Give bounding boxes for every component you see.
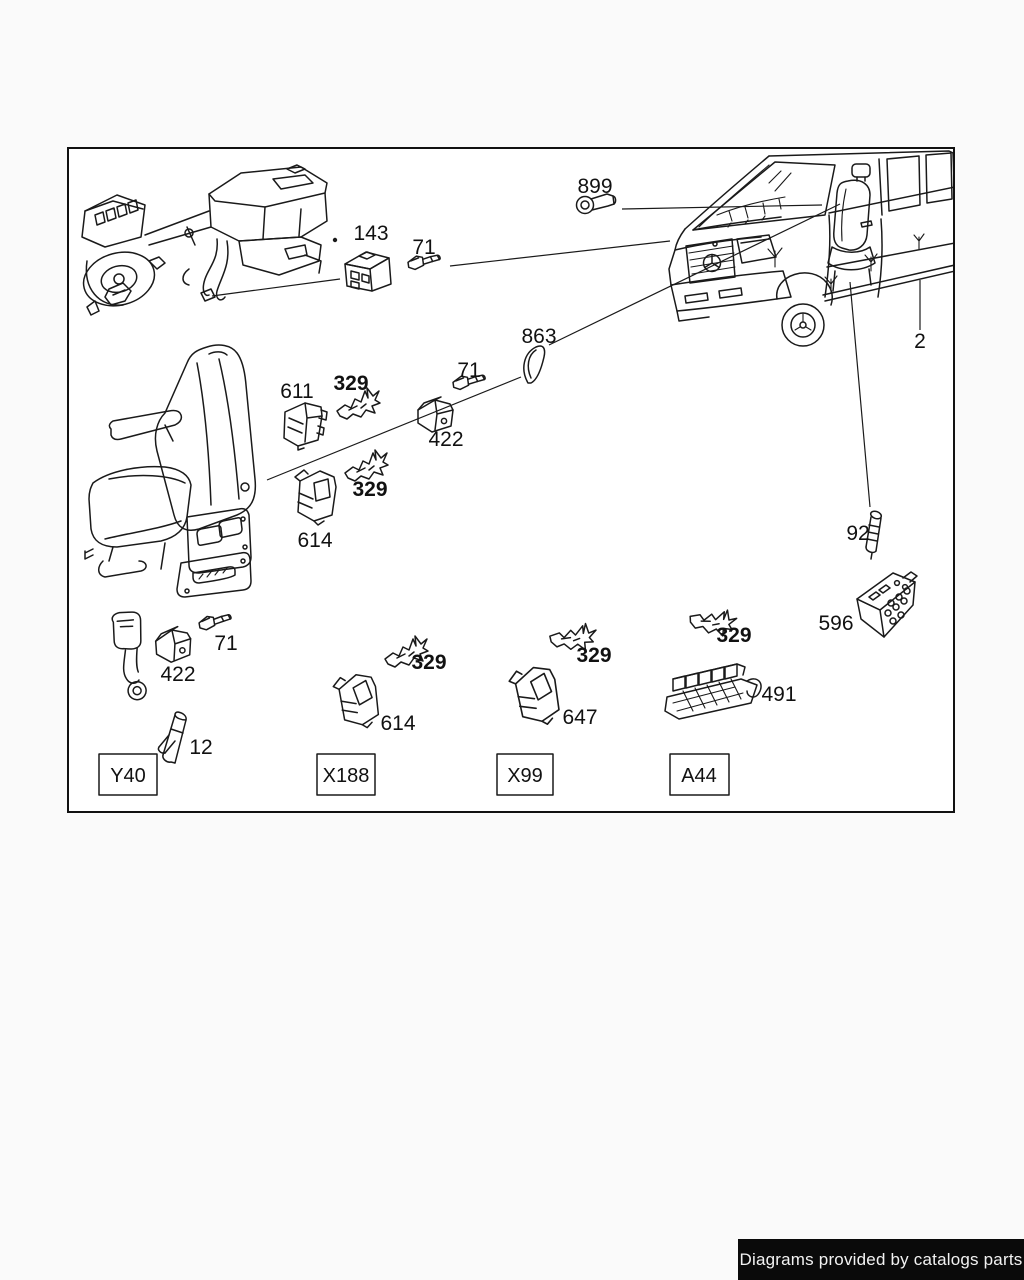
van-figure [668, 150, 953, 347]
callout-labels: 899 143 71 2 863 71 422 611 329 329 614 … [160, 175, 925, 759]
part-label-329-a: 329 [333, 372, 368, 395]
connector-box-x99: X99 [496, 753, 554, 796]
watermark-bar: Diagrams provided by catalogs parts [738, 1239, 1024, 1280]
part-label-329-d: 329 [576, 644, 611, 667]
part-label-596: 596 [818, 612, 853, 635]
part-647-figure [506, 660, 567, 732]
leader-71-to-van [449, 240, 671, 267]
part-label-329-e: 329 [716, 624, 751, 647]
part-label-329-c: 329 [411, 651, 446, 674]
part-596-figure [856, 571, 918, 638]
driver-seat-figure [84, 344, 257, 598]
connector-boxes: Y40 X188 X99 A44 [98, 753, 730, 796]
connector-box-x99-label: X99 [507, 765, 543, 787]
connector-box-x188: X188 [316, 753, 376, 796]
part-label-863: 863 [521, 325, 556, 348]
leader-lines [211, 203, 921, 508]
part-422-bottom-figure [154, 625, 193, 664]
part-label-614-mid: 614 [297, 529, 332, 552]
part-label-71-mid: 71 [457, 359, 480, 382]
part-label-2: 2 [914, 330, 926, 353]
connector-box-x188-label: X188 [323, 765, 370, 787]
part-label-71-top: 71 [412, 236, 435, 259]
watermark-text: Diagrams provided by catalogs parts [739, 1249, 1023, 1269]
part-71-bottom-figure [197, 611, 234, 632]
part-614-mid-figure [294, 469, 337, 526]
connector-box-y40-label: Y40 [110, 765, 146, 787]
part-label-611: 611 [280, 380, 313, 403]
part-label-143: 143 [353, 222, 388, 245]
part-614-bottom-figure [330, 669, 386, 734]
diagram-canvas: 899 143 71 2 863 71 422 611 329 329 614 … [81, 150, 953, 796]
part-863-figure [523, 345, 546, 384]
connector-box-y40: Y40 [98, 753, 158, 796]
leader-899-to-van [621, 204, 823, 210]
leader-van-to-863 [548, 203, 841, 346]
part-label-12: 12 [189, 736, 212, 759]
leader-dot [332, 237, 338, 243]
part-label-422-mid: 422 [428, 428, 463, 451]
part-label-491: 491 [761, 683, 796, 706]
part-label-422-bottom: 422 [160, 663, 195, 686]
leader-863-to-seat [266, 376, 522, 481]
connector-box-a44-label: A44 [681, 765, 717, 787]
leader-van-to-92 [849, 281, 871, 508]
leader-harness-to-143 [211, 278, 341, 297]
part-label-899: 899 [577, 175, 612, 198]
part-label-92: 92 [846, 522, 869, 545]
part-label-71-bottom: 71 [214, 632, 237, 655]
part-329-b-figure [344, 449, 389, 482]
part-label-614-bottom: 614 [380, 712, 415, 735]
part-12-figure [157, 711, 187, 764]
seat-underframe-assembly-figure [81, 164, 328, 316]
part-611-figure [283, 402, 328, 451]
part-label-647: 647 [562, 706, 597, 729]
part-491-figure [664, 663, 762, 720]
diagram-frame: 899 143 71 2 863 71 422 611 329 329 614 … [67, 147, 955, 813]
part-143-figure [344, 251, 392, 292]
part-422-mid-figure [417, 396, 454, 433]
seatbelt-buckle-figure [107, 607, 158, 703]
connector-box-a44: A44 [669, 753, 730, 796]
part-label-329-b: 329 [352, 478, 387, 501]
